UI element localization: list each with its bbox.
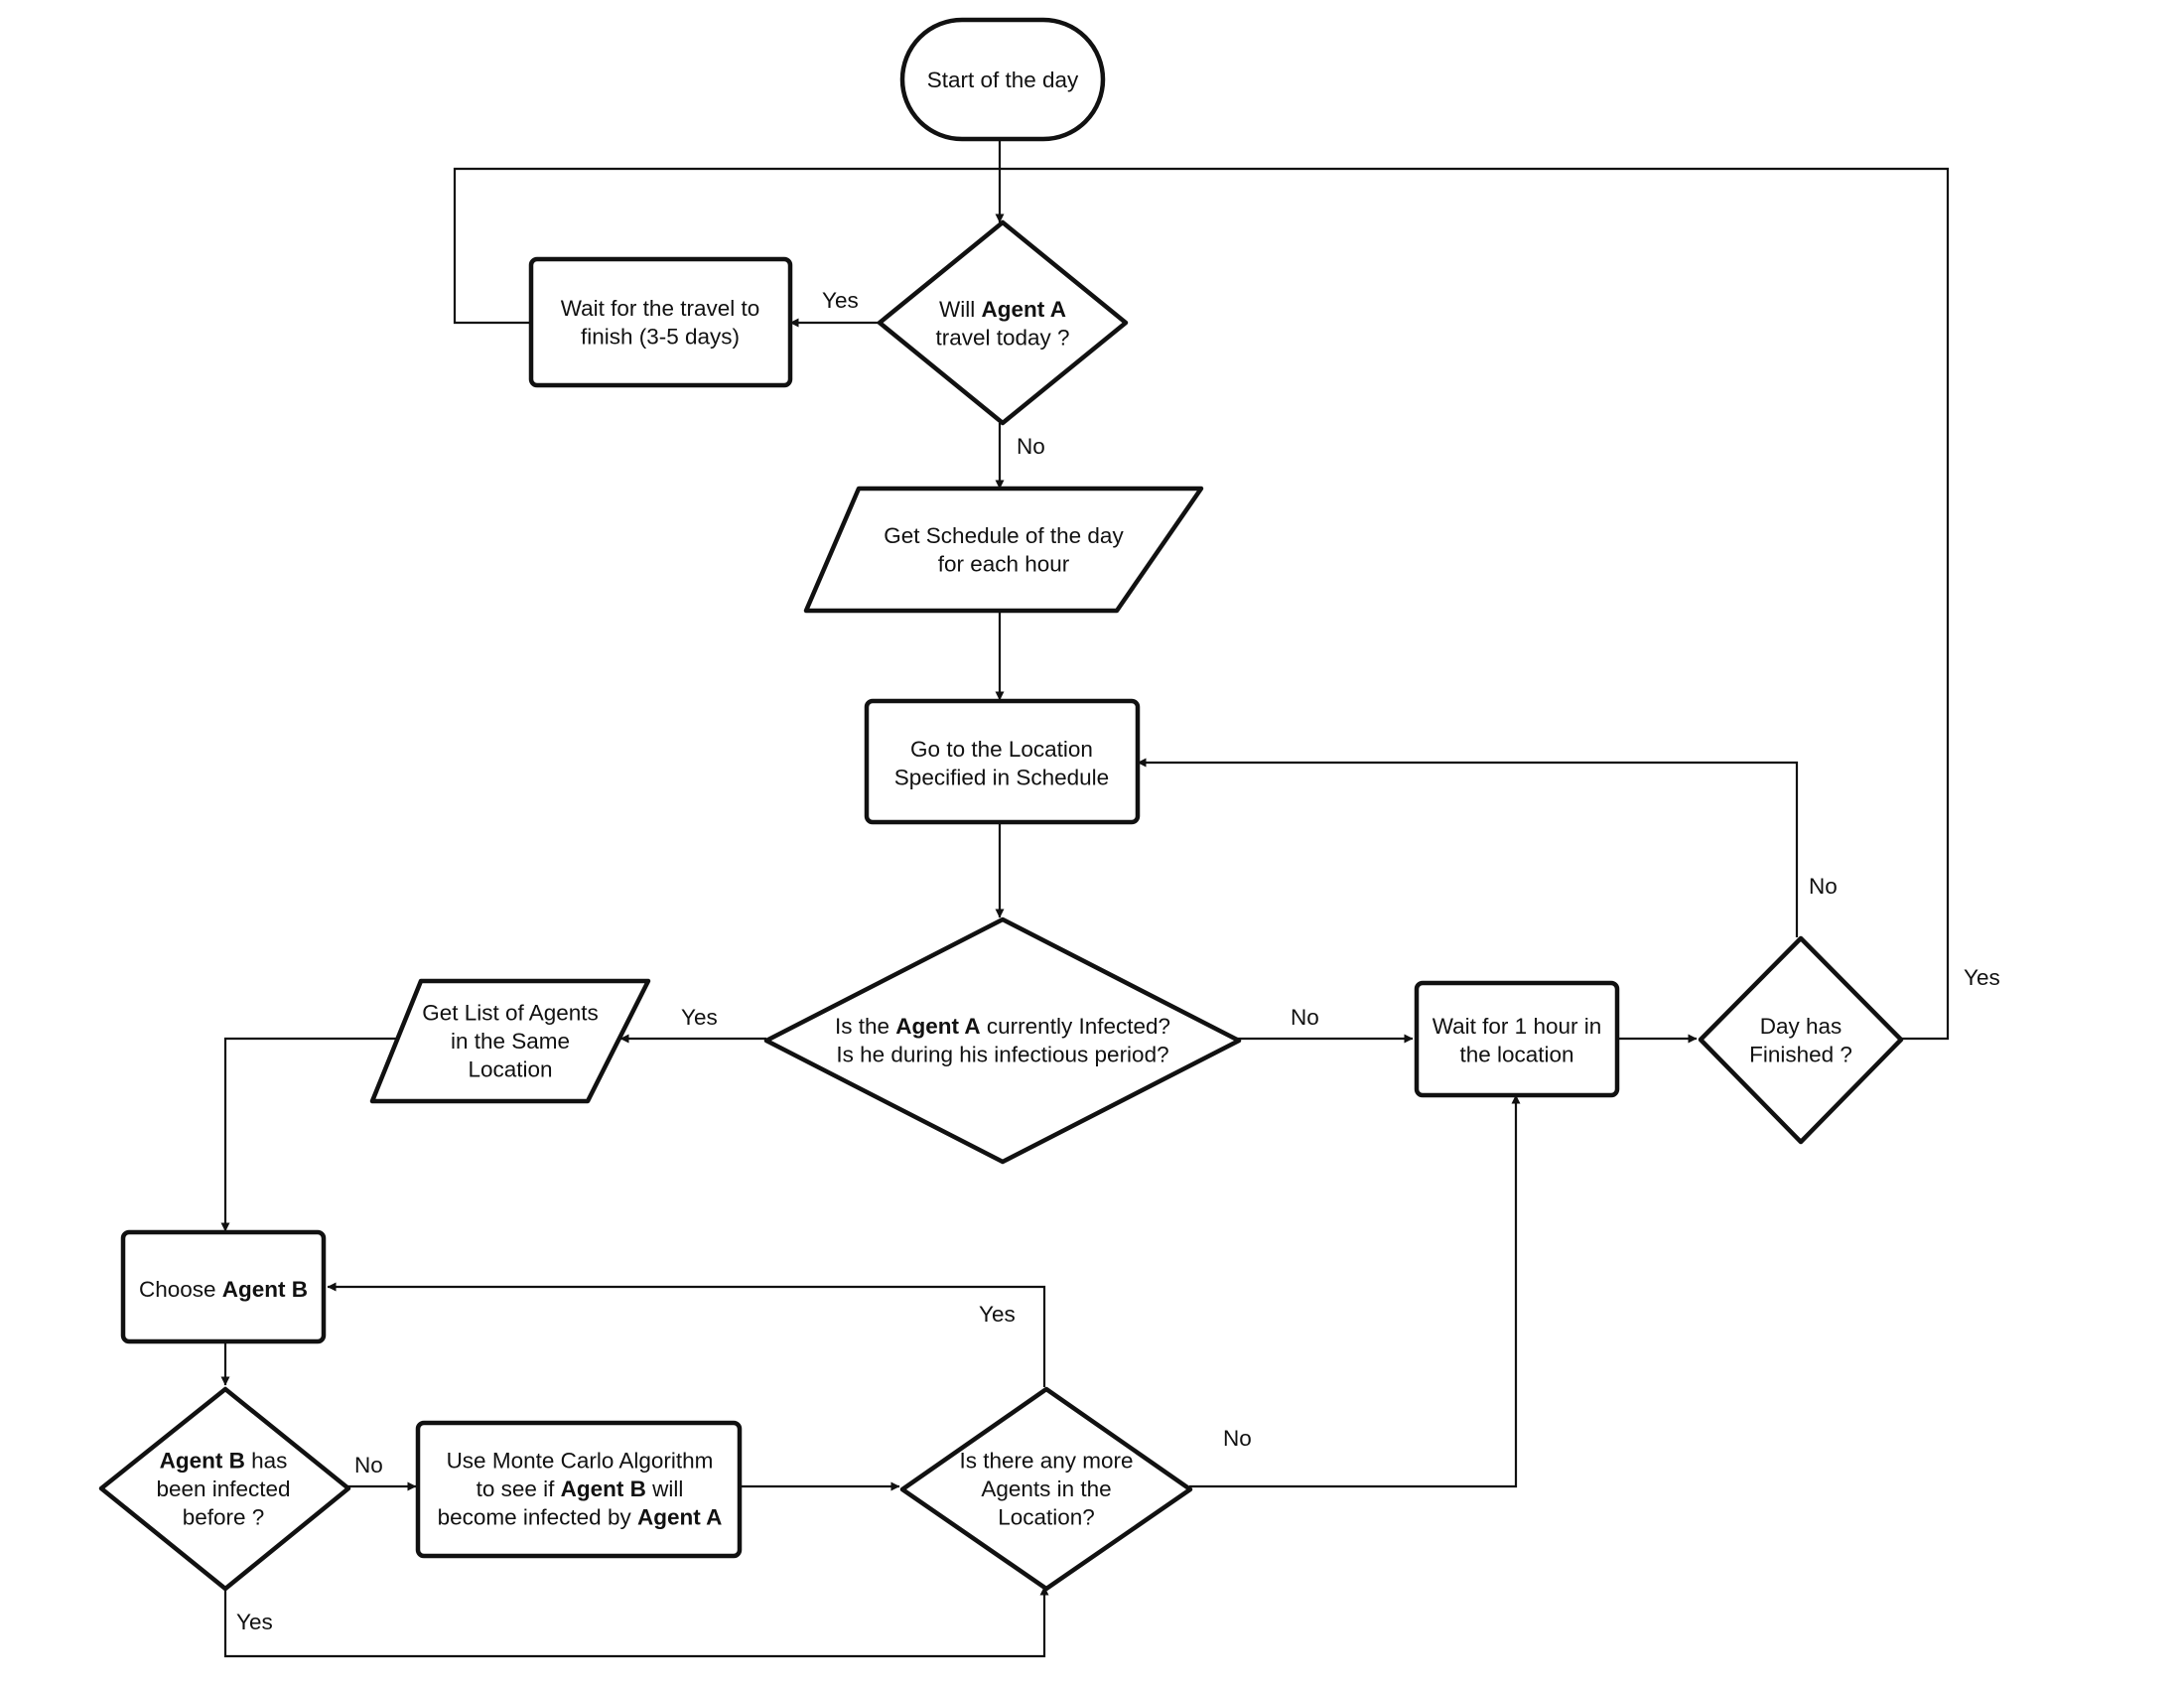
node-text-run: travel today ? bbox=[935, 325, 1069, 350]
node-text-run: Location bbox=[468, 1057, 552, 1082]
node-text-run: Will bbox=[939, 297, 981, 322]
monte-carlo-label: Use Monte Carlo Algorithm to see if Agent… bbox=[438, 1449, 723, 1530]
node-text-run: Start of the day bbox=[927, 68, 1079, 92]
label-infected-yes: Yes bbox=[681, 1005, 718, 1030]
node-text-run: Choose bbox=[139, 1277, 222, 1302]
choose-agent-b-label: Choose Agent B bbox=[139, 1277, 308, 1302]
get-schedule-io: Get Schedule of the day for each hour bbox=[803, 486, 1204, 614]
node-text-run: Agents in the bbox=[981, 1477, 1111, 1501]
node-text-run: Is he during his infectious period? bbox=[836, 1042, 1168, 1066]
node-text-run: currently Infected? bbox=[981, 1014, 1170, 1039]
node-text-run: Day has bbox=[1760, 1014, 1843, 1039]
node-text-run: become infected by bbox=[438, 1505, 637, 1530]
node-text-run: Wait for 1 hour in bbox=[1433, 1014, 1602, 1039]
edge-wait-travel-loop bbox=[453, 167, 1000, 325]
b-infected-decision: Agent B has been infected before ? bbox=[98, 1386, 351, 1592]
label-day-no: No bbox=[1809, 874, 1838, 899]
node-text-run: Get List of Agents bbox=[422, 1001, 599, 1026]
node-text-run: will bbox=[646, 1477, 684, 1501]
wait-travel-label: Wait for the travel to finish (3-5 days) bbox=[561, 296, 760, 350]
infected-decision-label: Is the Agent A currently Infected? Is he … bbox=[835, 1014, 1170, 1067]
node-text-run: the location bbox=[1459, 1042, 1573, 1066]
node-text-run: Agent A bbox=[637, 1505, 722, 1530]
node-text-run: finish (3-5 days) bbox=[581, 324, 740, 349]
label-more-no: No bbox=[1223, 1426, 1252, 1451]
edges bbox=[220, 139, 1950, 1658]
node-text-run: Agent A bbox=[895, 1014, 980, 1039]
get-schedule-label: Get Schedule of the day for each hour bbox=[884, 523, 1124, 577]
node-text-run: Specified in Schedule bbox=[894, 765, 1109, 789]
node-text-run: Agent B bbox=[561, 1477, 646, 1501]
node-text-run: Get Schedule of the day bbox=[884, 523, 1124, 548]
node-text-run: Agent B bbox=[222, 1277, 308, 1302]
node-text-run: been infected bbox=[156, 1477, 290, 1501]
nodes: Start of the day Will Agent A travel toda… bbox=[98, 17, 1904, 1592]
node-text-run: Is there any more bbox=[959, 1449, 1133, 1474]
node-text-run: Agent B bbox=[160, 1449, 245, 1474]
node-text-run: Location? bbox=[998, 1505, 1095, 1530]
node-text-run: Is the bbox=[835, 1014, 895, 1039]
node-text-run: in the Same bbox=[451, 1029, 570, 1054]
b-infected-decision-label: Agent B has been infected before ? bbox=[156, 1449, 290, 1530]
label-binfected-yes: Yes bbox=[236, 1610, 273, 1634]
label-more-yes: Yes bbox=[979, 1302, 1016, 1327]
monte-carlo-box: Use Monte Carlo Algorithm to see if Agent… bbox=[415, 1420, 743, 1559]
travel-decision: Will Agent A travel today ? bbox=[877, 219, 1129, 426]
edge-agents-to-choose bbox=[220, 1037, 402, 1232]
start-label: Start of the day bbox=[927, 68, 1079, 92]
node-text-run: to see if bbox=[477, 1477, 561, 1501]
edge-day-yes bbox=[1000, 167, 1950, 1041]
wait-hour-box: Wait for 1 hour in the location bbox=[1414, 980, 1620, 1098]
edge-labels: Yes No Yes No No Yes Yes No No Yes bbox=[236, 288, 2000, 1634]
node-text-run: has bbox=[245, 1449, 288, 1474]
choose-agent-b-box: Choose Agent B bbox=[120, 1229, 327, 1344]
node-text-run: before ? bbox=[183, 1505, 265, 1530]
label-travel-no: No bbox=[1017, 434, 1045, 459]
edge-day-no bbox=[1137, 758, 1799, 937]
node-text-run: Finished ? bbox=[1749, 1042, 1852, 1066]
edge-binfected-yes bbox=[223, 1586, 1049, 1658]
wait-hour-label: Wait for 1 hour in the location bbox=[1433, 1014, 1602, 1067]
node-text-run: for each hour bbox=[938, 551, 1070, 576]
travel-decision-label: Will Agent A travel today ? bbox=[935, 297, 1069, 351]
label-travel-yes: Yes bbox=[822, 288, 859, 313]
node-text-run: Wait for the travel to bbox=[561, 296, 760, 321]
start-terminator: Start of the day bbox=[899, 17, 1106, 142]
edge-more-no bbox=[1189, 1094, 1521, 1488]
label-binfected-no: No bbox=[354, 1453, 383, 1477]
wait-travel-box: Wait for the travel to finish (3-5 days) bbox=[528, 256, 793, 388]
node-text-run: Agent A bbox=[982, 297, 1066, 322]
edge-more-yes bbox=[327, 1282, 1046, 1387]
infected-decision: Is the Agent A currently Infected? Is he … bbox=[763, 916, 1242, 1165]
label-infected-no: No bbox=[1291, 1005, 1319, 1030]
node-text-run: Use Monte Carlo Algorithm bbox=[447, 1449, 714, 1474]
label-day-yes: Yes bbox=[1964, 965, 2000, 990]
node-text-run: Go to the Location bbox=[910, 737, 1093, 762]
